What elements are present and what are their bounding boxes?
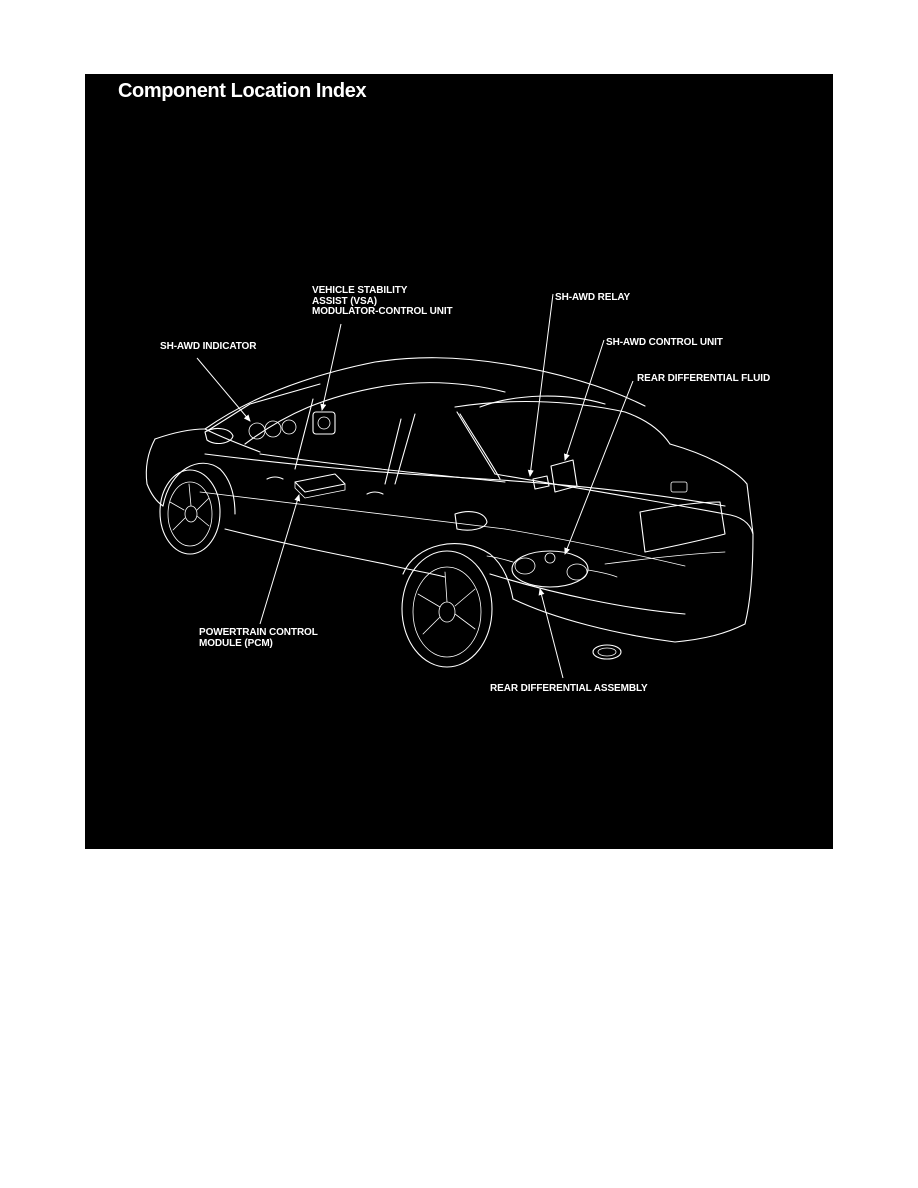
label-vsa-line-3: MODULATOR-CONTROL UNIT bbox=[312, 306, 453, 317]
rear-differential-shape bbox=[486, 550, 618, 588]
label-vsa-line-1: VEHICLE STABILITY bbox=[312, 285, 408, 296]
diagram-title: Component Location Index bbox=[118, 80, 367, 102]
label-vsa-modulator-control-unit: VEHICLE STABILITY ASSIST (VSA) MODULATOR… bbox=[312, 285, 453, 318]
leader-rear-differential-fluid bbox=[564, 380, 634, 555]
car-body bbox=[145, 357, 754, 668]
label-vsa-line-2: ASSIST (VSA) bbox=[312, 295, 377, 307]
label-powertrain-control-module: POWERTRAIN CONTROL MODULE (PCM) bbox=[199, 627, 318, 649]
front-wheel bbox=[159, 469, 221, 555]
label-sh-awd-relay: SH-AWD RELAY bbox=[555, 292, 631, 303]
label-rear-differential-fluid: REAR DIFFERENTIAL FLUID bbox=[637, 373, 771, 384]
leader-pcm bbox=[259, 494, 301, 625]
label-pcm-line-2: MODULE (PCM) bbox=[199, 637, 273, 649]
label-pcm-line-1: POWERTRAIN CONTROL bbox=[199, 627, 318, 638]
label-sh-awd-control-unit: SH-AWD CONTROL UNIT bbox=[606, 337, 723, 348]
leader-rear-differential-assembly bbox=[538, 588, 564, 679]
leader-lines bbox=[196, 293, 634, 679]
label-sh-awd-indicator: SH-AWD INDICATOR bbox=[160, 341, 257, 352]
diagram-panel: Component Location Index bbox=[85, 74, 833, 849]
label-rear-differential-assembly: REAR DIFFERENTIAL ASSEMBLY bbox=[490, 683, 648, 694]
rear-wheel bbox=[401, 550, 493, 668]
leader-vsa bbox=[320, 323, 342, 411]
car-illustration bbox=[145, 293, 754, 679]
leader-sh-awd-control-unit bbox=[564, 339, 605, 461]
leader-sh-awd-indicator bbox=[196, 357, 251, 422]
leader-sh-awd-relay bbox=[527, 293, 554, 477]
